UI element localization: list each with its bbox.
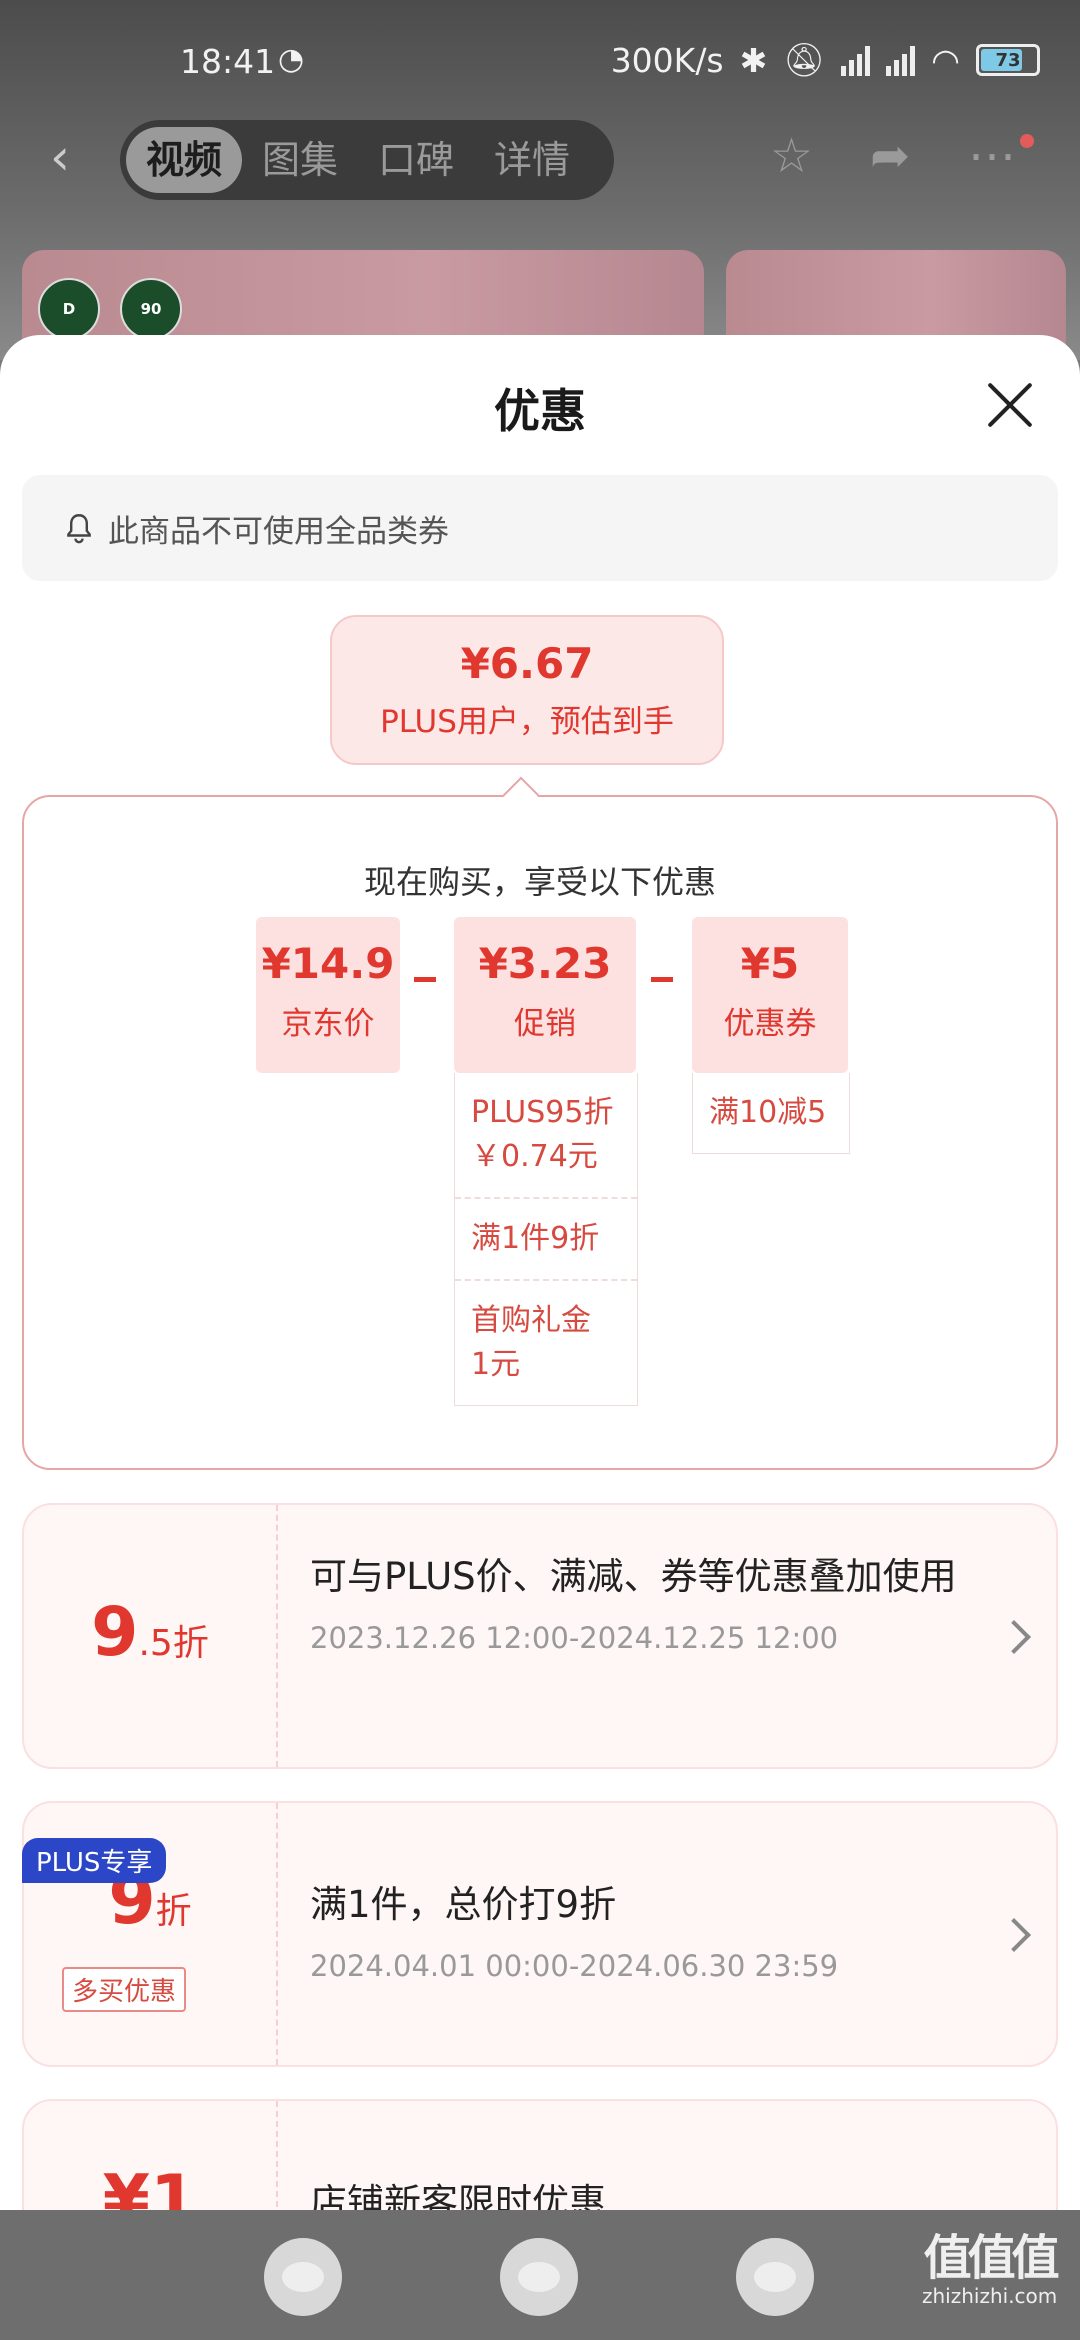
notice-text: 此商品不可使用全品类券: [108, 513, 449, 550]
wifi-icon: ◠: [931, 40, 960, 80]
coupon-details: 满10减5: [692, 1073, 850, 1154]
tab-gallery[interactable]: 图集: [262, 138, 339, 182]
coupon-detail-item: 满10减5: [709, 1095, 827, 1130]
promotion-detail-item: 首购礼金 1元: [471, 1303, 591, 1382]
tab-reviews[interactable]: 口碑: [378, 138, 455, 182]
discount-value: 9折: [108, 1861, 192, 1940]
coupon-notice: 此商品不可使用全品类券: [22, 475, 1058, 581]
coupon-card-left: ¥1: [24, 2101, 278, 2210]
status-time: 18:41: [180, 42, 276, 81]
share-icon[interactable]: ➦: [870, 128, 911, 184]
plus-exclusive-badge: PLUS专享: [22, 1838, 167, 1883]
coupon-card-left: 9折: [24, 1803, 278, 2065]
coupon-date: 2024.04.01 00:00-2024.06.30 23:59: [310, 1949, 839, 1983]
watermark: 值值值 zhizhizhi.com: [922, 2218, 1060, 2308]
anniversary-logo: 90: [120, 278, 182, 340]
breakdown-title: 现在购买，享受以下优惠: [363, 863, 716, 901]
discount-value: 9.5折: [91, 1593, 209, 1672]
brand-logo: D: [38, 278, 100, 340]
pill-label: 优惠券: [723, 1006, 817, 1042]
battery-icon: 73: [976, 44, 1040, 76]
promotion-sheet: 优惠 此商品不可使用全品类券 ¥6.67 PLUS用户，预估到手 现在购买，享受…: [0, 335, 1080, 2210]
pill-label: 促销: [514, 1006, 576, 1042]
bell-icon: [67, 514, 91, 544]
chevron-right-icon: [997, 1620, 1031, 1654]
minus-icon: [651, 977, 673, 982]
mute-icon: 🔕︎: [783, 40, 826, 79]
bottom-overlay: [0, 2210, 1080, 2340]
pill-label: 京东价: [281, 1006, 375, 1042]
coupon-description: 可与PLUS价、满减、券等优惠叠加使用: [310, 1555, 957, 1598]
moon-icon: ◔: [278, 42, 305, 77]
coupon-card-body: 店铺新客限时优惠: [310, 2177, 966, 2210]
promotion-detail-item: 满1件9折: [455, 1199, 637, 1281]
top-navigation: ‹ 视频 图集 口碑 详情 ☆ ➦ ⋯: [0, 120, 1080, 200]
coupon-card-body: 满1件，总价打9折 2024.04.01 00:00-2024.06.30 23…: [310, 1879, 966, 1983]
coupon-date: 2023.12.26 12:00-2024.12.25 12:00: [310, 1621, 839, 1655]
sheet-title: 优惠: [494, 384, 586, 438]
pill-value: ¥14.9: [261, 939, 395, 988]
tab-details[interactable]: 详情: [494, 138, 571, 182]
promotion-pill: ¥3.23 促销: [454, 917, 636, 1073]
coupon-pill: ¥5 优惠券: [692, 917, 848, 1073]
back-icon[interactable]: ‹: [50, 128, 70, 186]
coupon-card-left: 9.5折: [24, 1505, 278, 1767]
notification-dot: [1020, 134, 1034, 148]
coupon-description: 满1件，总价打9折: [310, 1883, 617, 1926]
price-breakdown: 现在购买，享受以下优惠 ¥14.9 京东价 ¥3.23 促销 ¥5 优惠券 PL…: [22, 795, 1058, 1470]
network-speed: 300K/s: [610, 40, 724, 80]
minus-icon: [414, 977, 436, 982]
pill-value: ¥3.23: [478, 939, 612, 988]
coupon-card-newcustomer[interactable]: ¥1 店铺新客限时优惠: [22, 2099, 1058, 2210]
coupon-card-multi[interactable]: 9折 满1件，总价打9折 2024.04.01 00:00-2024.06.30…: [22, 1801, 1058, 2067]
watermark-logo: 值值值: [923, 2230, 1060, 2286]
discount-value: ¥1: [102, 2161, 198, 2210]
pill-value: ¥5: [740, 939, 800, 988]
close-icon[interactable]: [984, 379, 1036, 431]
watermark-url: zhizhizhi.com: [922, 2284, 1058, 2308]
tab-video[interactable]: 视频: [126, 127, 243, 193]
media-tabs: 视频 图集 口碑 详情: [120, 120, 614, 200]
coupon-description: 店铺新客限时优惠: [310, 2181, 606, 2210]
mascot-icon: [500, 2238, 578, 2316]
signal-icon: [841, 44, 871, 76]
promotion-detail-item: PLUS95折 ￥0.74元: [455, 1073, 637, 1199]
promotion-details: PLUS95折 ￥0.74元 满1件9折 首购礼金 1元: [454, 1073, 638, 1406]
signal-icon: [886, 44, 916, 76]
coupon-card-body: 可与PLUS价、满减、券等优惠叠加使用 2023.12.26 12:00-202…: [310, 1551, 966, 1655]
star-icon[interactable]: ☆: [770, 128, 814, 184]
estimated-price-label: PLUS用户，预估到手: [380, 704, 674, 740]
estimated-price: ¥6.67: [460, 639, 594, 688]
mascot-icon: [736, 2238, 814, 2316]
status-bar: 18:41 ◔ 300K/s ✱ 🔕︎ ◠ 73: [0, 0, 1080, 120]
coupon-card-plus[interactable]: 9.5折 可与PLUS价、满减、券等优惠叠加使用 2023.12.26 12:0…: [22, 1503, 1058, 1769]
estimated-price-bubble: ¥6.67 PLUS用户，预估到手: [330, 615, 724, 765]
bluetooth-icon: ✱: [739, 40, 768, 80]
multi-buy-badge: 多买优惠: [62, 1967, 187, 2012]
chevron-right-icon: [997, 1918, 1031, 1952]
mascot-icon: [264, 2238, 342, 2316]
more-icon[interactable]: ⋯: [968, 128, 1016, 184]
jd-price-pill: ¥14.9 京东价: [256, 917, 400, 1073]
status-icons: 300K/s ✱ 🔕︎ ◠ 73: [611, 40, 1040, 80]
